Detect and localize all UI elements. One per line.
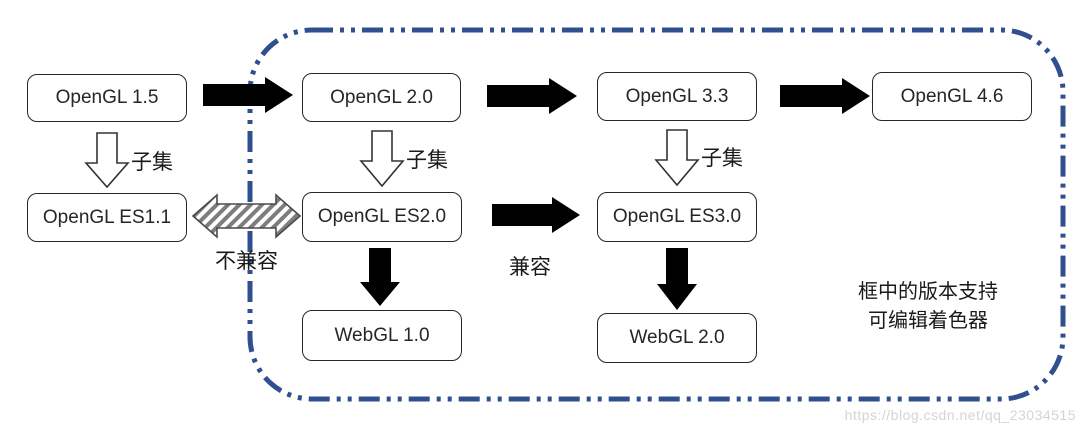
incompatible-label: 不兼容 (215, 250, 278, 273)
arrow-es30-to-webgl20-icon (657, 248, 697, 310)
subset-arrow-opengl15-to-es11-icon (84, 132, 130, 189)
watermark-url: https://blog.csdn.net/qq_23034515 (844, 407, 1076, 423)
node-opengl-es3-0: OpenGL ES3.0 (597, 192, 757, 242)
node-opengl-2-0: OpenGL 2.0 (302, 73, 461, 122)
subset-label-1: 子集 (131, 151, 173, 174)
node-opengl-1-5: OpenGL 1.5 (27, 74, 187, 122)
arrow-opengl33-to-opengl46-icon (780, 78, 870, 114)
node-opengl-es2-0: OpenGL ES2.0 (302, 192, 462, 242)
compatible-label: 兼容 (509, 256, 551, 279)
frame-annotation-line1: 框中的版本支持 (858, 281, 998, 303)
node-webgl-1-0: WebGL 1.0 (302, 310, 462, 361)
frame-annotation: 框中的版本支持 可编辑着色器 (826, 278, 1030, 336)
subset-label-3: 子集 (701, 147, 743, 170)
frame-annotation-line2: 可编辑着色器 (868, 310, 988, 332)
arrow-opengl20-to-opengl33-icon (487, 78, 577, 114)
shader-support-frame (247, 27, 1066, 402)
node-opengl-4-6: OpenGL 4.6 (872, 72, 1032, 121)
subset-arrow-opengl20-to-es20-icon (359, 130, 405, 188)
node-opengl-3-3: OpenGL 3.3 (597, 72, 757, 121)
arrow-es20-to-es30-compatible-icon (492, 197, 580, 233)
node-webgl-2-0: WebGL 2.0 (597, 313, 757, 363)
incompatible-double-arrow-icon (191, 193, 302, 239)
arrow-opengl15-to-opengl20-icon (203, 77, 293, 113)
subset-label-2: 子集 (406, 149, 448, 172)
subset-arrow-opengl33-to-es30-icon (654, 129, 700, 187)
arrow-es20-to-webgl10-icon (360, 248, 400, 306)
node-opengl-es1-1: OpenGL ES1.1 (27, 193, 187, 242)
